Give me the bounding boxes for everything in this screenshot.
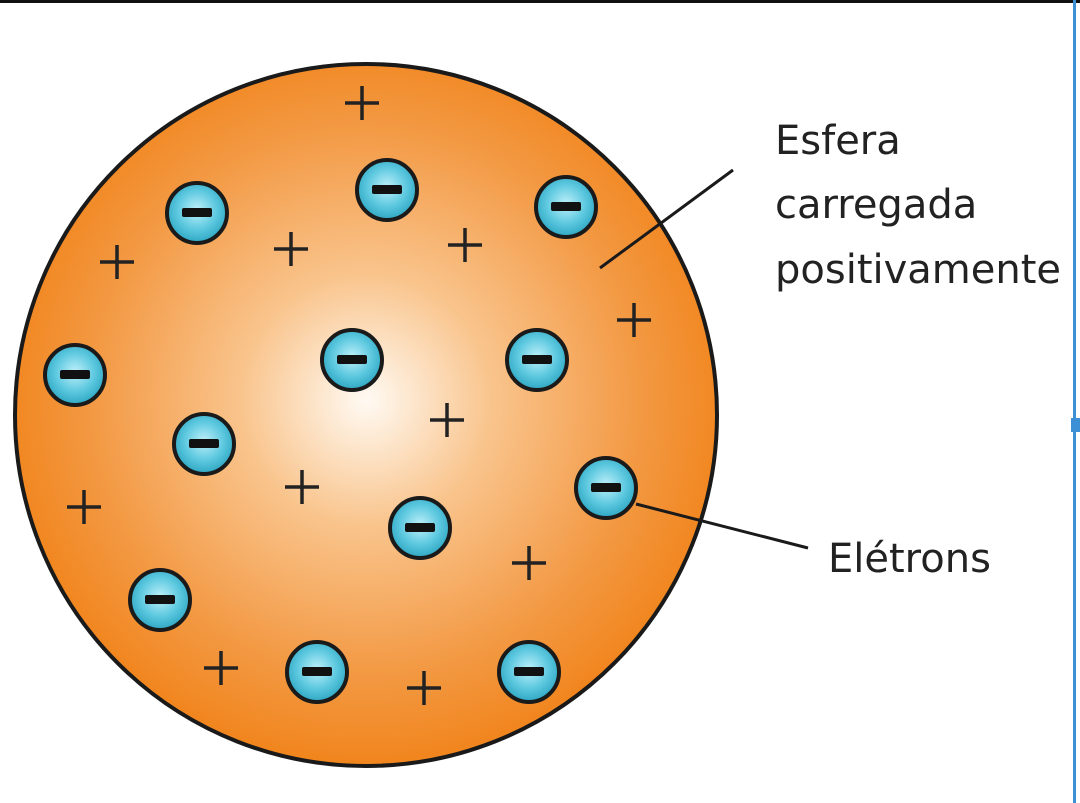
plus-icon [512, 546, 546, 580]
electron [355, 158, 419, 222]
right-edge-line [1073, 0, 1076, 803]
plus-icon [274, 232, 308, 266]
sphere-label-line1: Esfera [775, 118, 901, 164]
electrons-label: Elétrons [828, 536, 991, 582]
sphere-pointer-line [599, 168, 734, 270]
minus-icon [551, 202, 581, 211]
sphere-label-line2: carregada [775, 182, 977, 228]
minus-icon [302, 667, 332, 676]
plus-icon [204, 651, 238, 685]
electron [165, 181, 229, 245]
sphere-label-line3: positivamente [775, 247, 1061, 293]
plus-icon [617, 303, 651, 337]
minus-icon [522, 355, 552, 364]
minus-icon [189, 439, 219, 448]
minus-icon [337, 355, 367, 364]
plus-icon [67, 490, 101, 524]
electron [505, 328, 569, 392]
plus-icon [448, 228, 482, 262]
electron [285, 640, 349, 704]
electron [128, 568, 192, 632]
minus-icon [372, 185, 402, 194]
electron [43, 343, 107, 407]
electron-pointer-line [635, 502, 809, 550]
electron [172, 412, 236, 476]
plus-icon [430, 403, 464, 437]
minus-icon [591, 483, 621, 492]
plus-icon [100, 245, 134, 279]
minus-icon [405, 523, 435, 532]
electron [320, 328, 384, 392]
electron [534, 175, 598, 239]
electron [388, 496, 452, 560]
minus-icon [514, 667, 544, 676]
plus-icon [285, 470, 319, 504]
electron [497, 640, 561, 704]
plus-icon [345, 86, 379, 120]
minus-icon [60, 370, 90, 379]
minus-icon [182, 208, 212, 217]
minus-icon [145, 595, 175, 604]
top-border [0, 0, 1080, 3]
electron [574, 456, 638, 520]
plus-icon [407, 671, 441, 705]
right-edge-marker [1071, 418, 1080, 432]
